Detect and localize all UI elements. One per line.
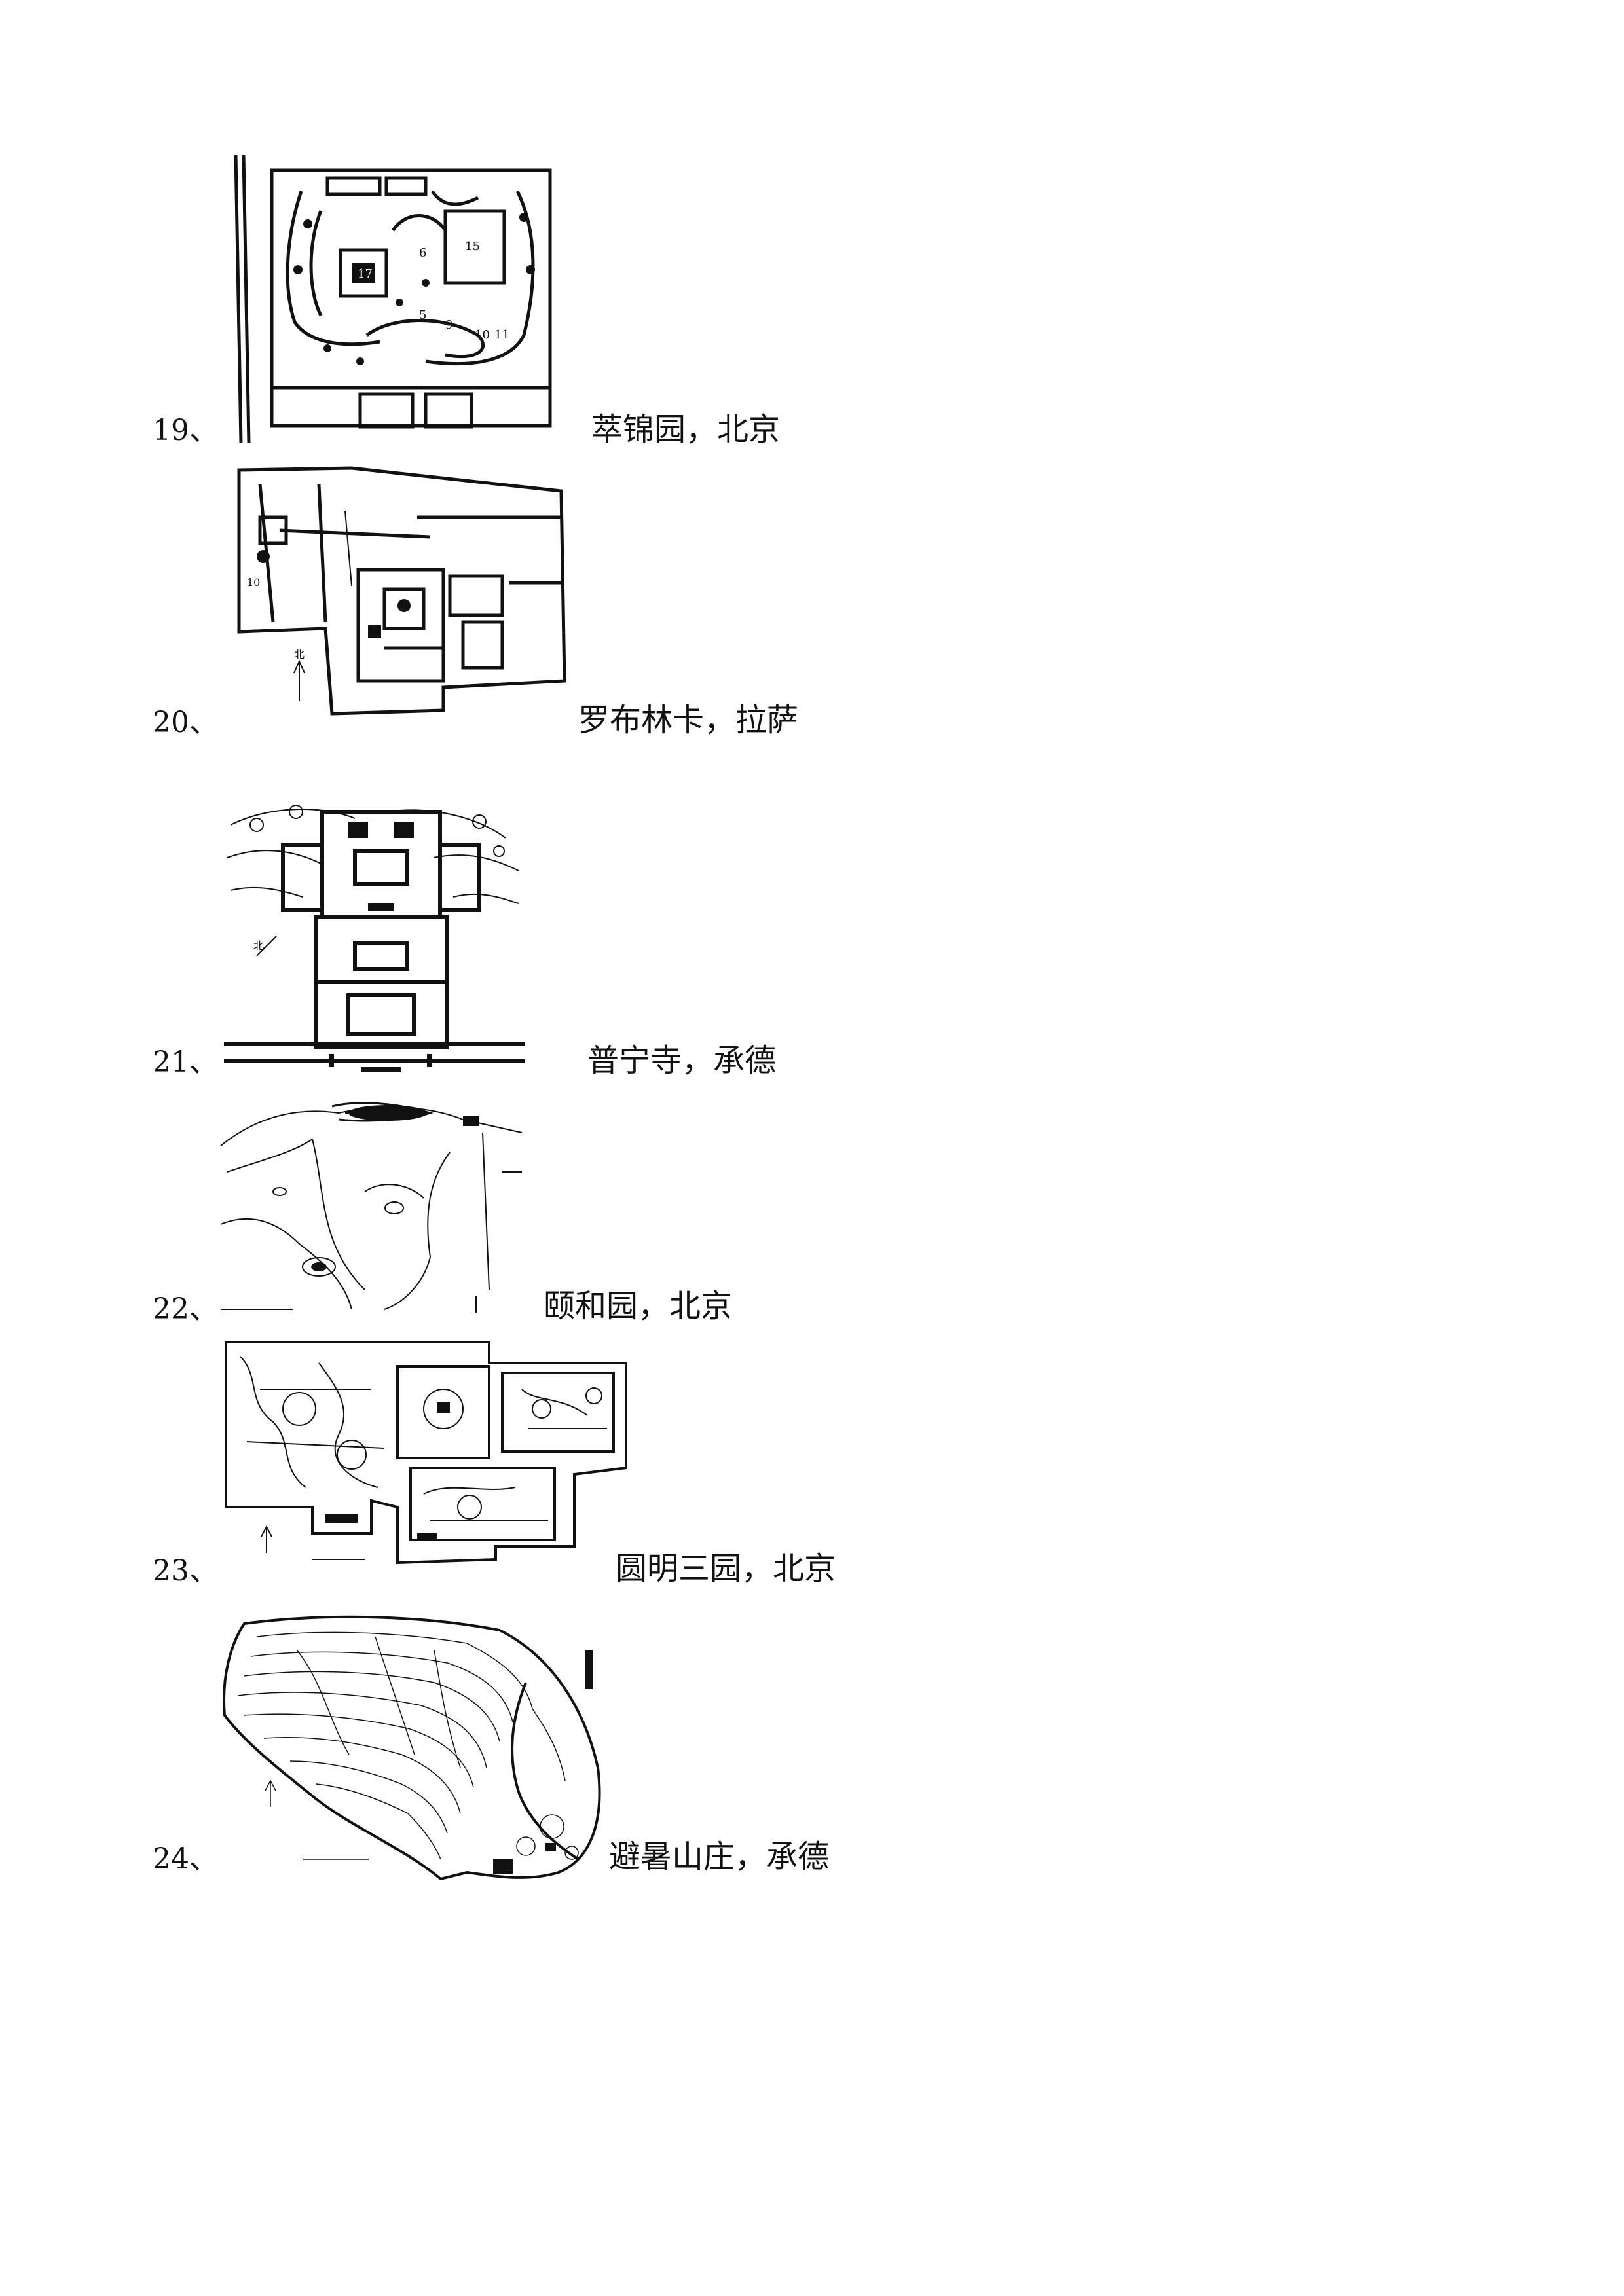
entry-caption: 萃锦园，北京 [591, 411, 781, 448]
plan-label: 15 [465, 240, 480, 253]
mountain-resort-plan-drawing [223, 1615, 601, 1881]
entry-caption: 罗布林卡，拉萨 [578, 702, 799, 738]
yuanmingyuan-plan-drawing [225, 1341, 627, 1565]
entry-caption: 圆明三园，北京 [616, 1550, 836, 1587]
plan-label: 11 [494, 328, 509, 342]
summer-palace-plan-drawing [220, 1102, 523, 1313]
entry-number: 20、 [153, 706, 218, 739]
plan-label: 北 [253, 939, 264, 952]
entry-number: 21、 [153, 1046, 218, 1079]
site-plan-image-23 [221, 1337, 627, 1582]
entry-number: 22、 [153, 1292, 218, 1326]
site-plan-image-24 [218, 1611, 604, 1886]
site-plan-image-19: 15 17 6 9 5 10 11 [229, 152, 557, 443]
plan-label: 10 [247, 576, 260, 589]
plan-label: 6 [419, 246, 426, 260]
entry-caption: 避暑山庄，承德 [609, 1838, 830, 1875]
puning-temple-plan-drawing: 北 [224, 805, 525, 1072]
entry-number: 23、 [153, 1554, 218, 1588]
plan-label: 9 [445, 318, 452, 332]
plan-label: 10 [475, 328, 490, 342]
site-plan-image-21: 北 [217, 786, 525, 1074]
site-plan-image-22 [214, 1093, 528, 1316]
entry-caption: 普宁寺，承德 [587, 1042, 777, 1079]
site-plan-image-20: 10 北 [234, 465, 568, 717]
plan-label: 17 [358, 267, 373, 281]
entry-caption: 颐和园，北京 [544, 1288, 733, 1324]
plan-label: 北 [294, 648, 304, 661]
entry-number: 24、 [153, 1842, 218, 1876]
entry-number: 19、 [153, 414, 218, 447]
plan-label: 5 [419, 308, 426, 322]
norbulingka-plan-drawing: 10 北 [237, 466, 566, 716]
cuijinyuan-plan-drawing: 15 17 6 9 5 10 11 [234, 155, 552, 443]
